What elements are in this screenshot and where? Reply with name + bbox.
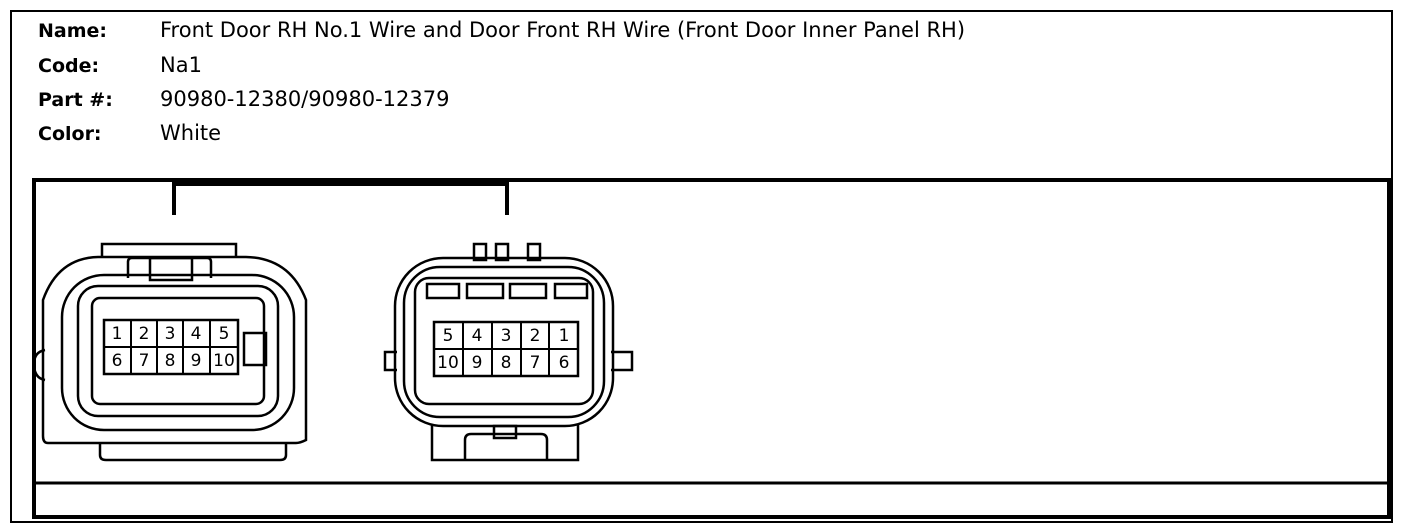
pin-label: 4 (472, 326, 483, 346)
code-label: Code: (38, 55, 100, 77)
pin-label: 10 (213, 351, 235, 371)
pin-label: 9 (191, 351, 202, 371)
pin-label: 6 (559, 353, 570, 373)
pin-label: 9 (472, 353, 483, 373)
pin-label: 2 (139, 324, 150, 344)
color-value: White (160, 121, 222, 145)
part-number-value: 90980-12380/90980-12379 (160, 87, 450, 111)
pin-label: 3 (165, 324, 176, 344)
part-number-label: Part #: (38, 89, 113, 111)
pin-label: 1 (559, 326, 570, 346)
color-label: Color: (38, 123, 102, 145)
pin-label: 1 (112, 324, 123, 344)
pin-label: 2 (530, 326, 541, 346)
code-value: Na1 (160, 53, 202, 77)
name-value: Front Door RH No.1 Wire and Door Front R… (160, 18, 966, 42)
mating-bracket (172, 182, 509, 215)
pin-label: 3 (501, 326, 512, 346)
pin-label: 4 (191, 324, 202, 344)
pin-label: 7 (139, 351, 150, 371)
left-connector: 1 2 3 4 5 6 7 8 9 10 (32, 242, 308, 462)
pin-label: 6 (112, 351, 123, 371)
name-label: Name: (38, 20, 108, 42)
pin-label: 10 (437, 353, 459, 373)
pin-label: 5 (443, 326, 454, 346)
diagram-panel (32, 178, 1391, 519)
connector-info-frame (10, 10, 1393, 523)
right-connector: 5 4 3 2 1 10 9 8 7 6 (383, 242, 634, 462)
pin-label: 8 (501, 353, 512, 373)
pin-label: 5 (219, 324, 230, 344)
pin-label: 7 (530, 353, 541, 373)
pin-label: 8 (165, 351, 176, 371)
